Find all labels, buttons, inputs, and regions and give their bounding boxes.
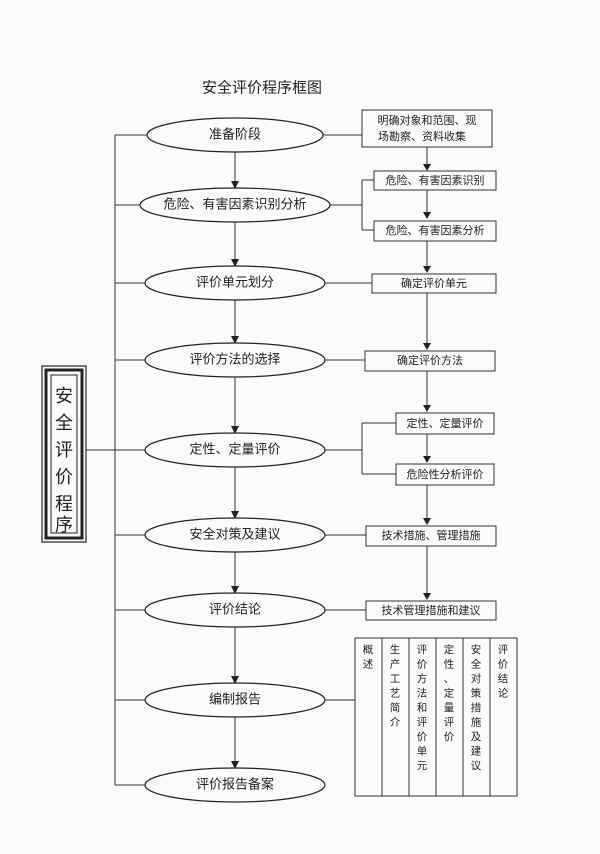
stage-label: 评价报告备案 (196, 777, 274, 793)
stage-report-filing: 评价报告备案 (144, 767, 326, 803)
box-text: 确定评价单元 (401, 276, 467, 290)
report-column-char: 价 (417, 659, 428, 671)
side-label-char: 全 (55, 413, 73, 434)
report-column-char: 建 (471, 745, 482, 758)
box-text: 定性、定量评价 (407, 416, 484, 430)
stage-hazard-identification: 危险、有害因素识别分析 (139, 187, 331, 223)
report-column-char: 和 (417, 702, 428, 714)
box-text: 明确对象和范围、现 (378, 113, 477, 127)
report-column-char: 施 (471, 716, 482, 729)
side-label-char: 安 (55, 386, 73, 407)
box-text: 确定评价方法 (397, 353, 463, 367)
report-column-char: 策 (471, 687, 482, 700)
stage-label: 评价方法的选择 (189, 352, 280, 368)
box-text: 危险、有害因素分析 (386, 223, 485, 237)
stage-countermeasures: 安全对策及建议 (144, 517, 326, 553)
box-text: 危险性分析评价 (407, 467, 484, 481)
box-measures: 技术措施、管理措施 (365, 525, 497, 547)
stage-label: 安全对策及建议 (189, 527, 280, 543)
stage-preparation: 准备阶段 (146, 117, 324, 153)
report-column-char: 全 (471, 658, 482, 671)
side-label-char: 序 (55, 515, 73, 536)
report-column-char: 艺 (390, 688, 401, 700)
box-text: 技术管理措施和建议 (382, 603, 481, 617)
report-column-char: 定 (444, 643, 455, 656)
report-column-char: 议 (471, 760, 482, 772)
stage-label: 编制报告 (209, 693, 261, 708)
report-column-char: 性 (444, 658, 455, 671)
report-column-char: 概 (363, 643, 374, 656)
box-qual-quant: 定性、定量评价 (395, 412, 495, 435)
stage-label: 评价单元划分 (196, 276, 274, 291)
box-hazard-identify: 危险、有害因素识别 (373, 170, 497, 191)
report-column-char: 对 (471, 672, 482, 685)
side-label-box: 安 全 评 价 程 序 (41, 365, 87, 543)
report-column-char: 评 (417, 644, 428, 656)
report-column-char: 结 (498, 672, 509, 685)
stage-report-compilation: 编制报告 (144, 682, 326, 718)
report-column-char: 定 (444, 687, 455, 700)
report-column-char: 价 (444, 731, 455, 743)
stage-conclusion: 评价结论 (144, 592, 326, 628)
report-column-char: 量 (444, 702, 455, 714)
box-tech-mgmt: 技术管理措施和建议 (365, 600, 497, 621)
box-confirm-method: 确定评价方法 (364, 350, 496, 372)
left-bracket (86, 134, 148, 786)
stage-label: 危险、有害因素识别分析 (163, 197, 306, 213)
report-column-char: 价 (417, 731, 428, 743)
report-column-char: 价 (498, 659, 509, 671)
report-column-char: 评 (498, 644, 509, 656)
report-column-char: 单 (417, 746, 428, 758)
box-confirm-unit: 确定评价单元 (371, 273, 497, 294)
report-column-char: 及 (471, 731, 482, 743)
side-label-char: 评 (55, 440, 73, 461)
box-text: 危险、有害因素识别 (386, 173, 485, 187)
report-column-char: 工 (390, 673, 401, 685)
report-column-char: 生 (390, 643, 401, 656)
report-column-char: 论 (498, 687, 509, 700)
box-hazard-analyze: 危险、有害因素分析 (373, 220, 497, 242)
report-column-char: 、 (444, 673, 455, 685)
right-connectors (323, 134, 396, 611)
stage-qualitative-quantitative: 定性、定量评价 (144, 432, 326, 468)
side-label-char: 价 (55, 467, 73, 488)
report-column-char: 介 (390, 717, 401, 729)
box-risk-analysis: 危险性分析评价 (395, 463, 495, 486)
box-text: 技术措施、管理措施 (382, 528, 481, 542)
stage-label: 定性、定量评价 (189, 443, 280, 458)
stage-unit-division: 评价单元划分 (144, 265, 326, 301)
stage-method-selection: 评价方法的选择 (144, 342, 326, 378)
report-contents-table (325, 637, 518, 797)
report-column-char: 元 (417, 760, 428, 772)
box-text: 场勘察、资料收集 (378, 129, 466, 143)
report-column-char: 法 (417, 687, 428, 700)
box-scope-survey: 明确对象和范围、现 场勘察、资料收集 (361, 109, 493, 148)
right-arrows (423, 147, 431, 600)
report-column-char: 评 (444, 717, 455, 729)
report-column-char: 简 (390, 701, 401, 714)
stage-label: 准备阶段 (209, 127, 261, 143)
report-column-char: 措 (471, 701, 482, 714)
side-label-char: 程 (55, 494, 73, 515)
diagram-title: 安全评价程序框图 (202, 79, 322, 97)
report-column-char: 评 (417, 717, 428, 729)
stage-label: 评价结论 (209, 603, 261, 618)
report-column-char: 述 (363, 659, 374, 671)
report-column-char: 方 (417, 672, 428, 685)
stage-arrows (231, 152, 239, 769)
report-column-char: 安 (471, 643, 482, 656)
report-column-char: 产 (390, 658, 401, 671)
